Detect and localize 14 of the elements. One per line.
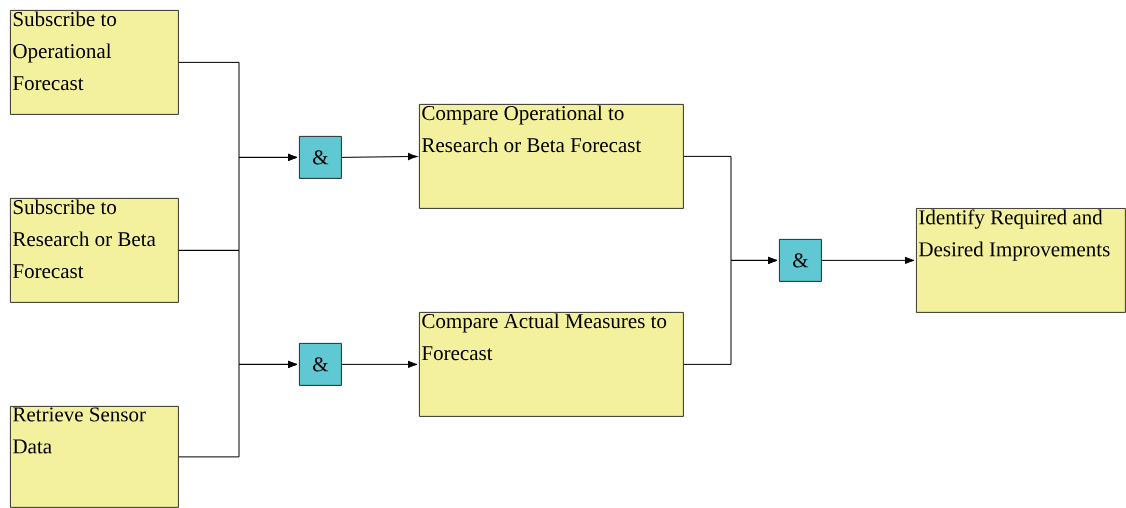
task-box: Subscribe to Research or Beta Forecast <box>10 198 179 303</box>
task-box: Identify Required and Desired Improvements <box>916 208 1126 313</box>
arrow <box>821 256 915 265</box>
arrow <box>341 360 418 369</box>
and-gate-box: & <box>299 343 342 386</box>
arrow <box>178 360 298 458</box>
arrow <box>683 256 778 365</box>
task-box: Retrieve Sensor Data <box>10 406 179 508</box>
arrow <box>341 152 418 161</box>
task-box: Compare Actual Measures to Forecast <box>419 312 684 417</box>
and-gate-box: & <box>299 136 342 179</box>
task-box: Subscribe to Operational Forecast <box>10 10 179 115</box>
task-box: Compare Operational to Research or Beta Forecast <box>419 104 684 209</box>
and-gate-box: & <box>779 239 822 282</box>
